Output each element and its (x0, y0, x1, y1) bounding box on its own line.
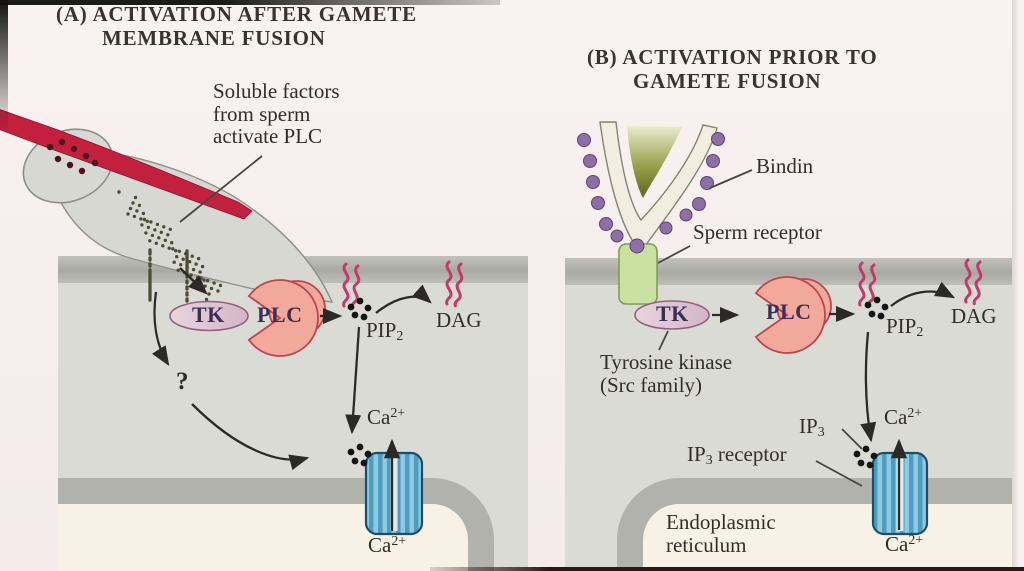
calcium-label-b-bottom: Ca2+ (885, 532, 924, 556)
ip3-dots-a (347, 443, 372, 467)
endoplasmic-reticulum-label: Endoplasmic reticulum (666, 510, 776, 557)
arrows-a (151, 267, 432, 531)
scan-edge-top (0, 0, 500, 5)
scan-edge-bottom (430, 566, 1024, 571)
pip2-head-dots-b (864, 296, 889, 320)
pip2-head-dots-a (347, 297, 372, 321)
calcium-label-b-top: Ca2+ (884, 405, 923, 429)
ip3-label: IP3 (799, 414, 825, 440)
endoplasmic-reticulum-b (617, 478, 1012, 571)
panel-a-title-line1: (A) ACTIVATION AFTER GAMETE (56, 2, 417, 26)
scan-edge-right (1012, 0, 1024, 571)
tk-label-a: TK (192, 302, 225, 327)
plc-enzyme-a (247, 279, 326, 357)
pip2-label-b: PIP2 (886, 314, 924, 340)
arrows-b (712, 281, 956, 530)
calcium-channel-a (364, 451, 424, 536)
plc-label-b: PLC (766, 299, 812, 324)
panel-b-title-line1: (B) ACTIVATION PRIOR TO (587, 45, 878, 69)
ip3-receptor-label: IP3 receptor (687, 442, 787, 468)
pip2-lipid-tails-b (858, 261, 878, 309)
soluble-factors-annotation: Soluble factors from sperm activate PLC (213, 79, 340, 149)
acrosome-gradient (627, 126, 682, 198)
dag-lipid-tails-b (964, 258, 984, 306)
sperm-mitochondria-dots (46, 138, 99, 175)
dag-lipid-tails-a (445, 260, 465, 308)
panel-b-title-line2: GAMETE FUSION (633, 69, 822, 93)
pip2-label-a: PIP2 (366, 318, 404, 344)
soluble-factor-pointer-line (179, 155, 263, 223)
question-mark: ? (176, 368, 189, 395)
ip3-dots-b (853, 445, 878, 469)
tyrosine-kinase-label: Tyrosine kinase (Src family) (600, 350, 733, 397)
dag-label-b: DAG (951, 304, 997, 328)
sperm-head-b (599, 121, 718, 249)
bindin-dots (577, 132, 725, 254)
panel-a-title-line2: MEMBRANE FUSION (102, 26, 326, 50)
sperm-receptor-label: Sperm receptor (693, 220, 822, 244)
bindin-label: Bindin (756, 154, 814, 178)
calcium-label-a-top: Ca2+ (367, 405, 406, 429)
calcium-label-a-bottom: Ca2+ (368, 533, 407, 557)
tk-label-b: TK (656, 301, 689, 326)
plc-label-a: PLC (257, 302, 303, 327)
plc-enzyme-b (754, 276, 832, 354)
tk-enzyme-b (634, 300, 710, 330)
tk-enzyme-a (169, 300, 249, 332)
scan-edge-left (0, 0, 8, 128)
pointer-lines-b (657, 169, 863, 487)
dag-label-a: DAG (436, 308, 482, 332)
